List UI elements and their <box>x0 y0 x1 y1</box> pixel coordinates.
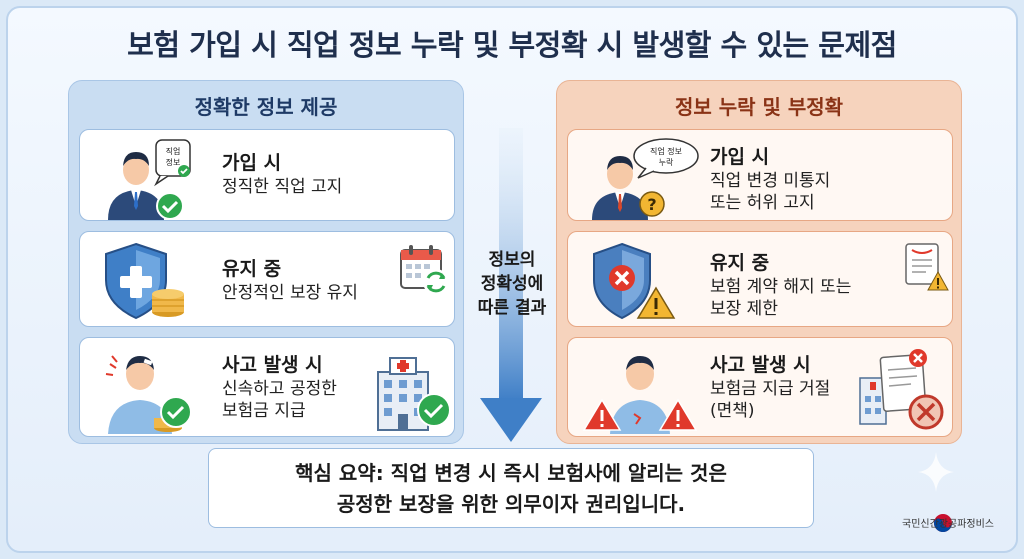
arrow-label: 정보의 정확성에 따른 결과 <box>477 250 547 318</box>
svg-text:정보: 정보 <box>166 157 181 167</box>
shield-coins-icon <box>105 242 184 320</box>
accurate-info-panel: 정확한 정보 제공 직업 정보 가입 시 정직한 직업 고지 <box>68 80 464 444</box>
svg-text:직업 정보: 직업 정보 <box>650 146 682 156</box>
page-title: 보험 가입 시 직업 정보 누락 및 부정확 시 발생할 수 있는 문제점 <box>127 28 897 62</box>
right-card-accident: 사고 발생 시 보험금 지급 거절 (면책) <box>567 337 953 437</box>
person-alert-icon <box>582 356 698 434</box>
accurate-info-header: 정확한 정보 제공 <box>194 95 338 119</box>
left-card-signup: 직업 정보 가입 시 정직한 직업 고지 <box>79 129 455 221</box>
logo-text: 국민신간광공파정비스 <box>902 519 994 530</box>
summary-box: 핵심 요약: 직업 변경 시 즉시 보험사에 알리는 것은 공정한 보장을 위한… <box>208 448 814 528</box>
left-card-signup-desc: 정직한 직업 고지 <box>222 177 343 197</box>
right-card-signup-heading: 가입 시 <box>710 146 770 168</box>
document-warning-icon <box>905 243 949 291</box>
right-card-signup-desc: 직업 변경 미통지 또는 허위 고지 <box>710 171 831 213</box>
left-card-accident-heading: 사고 발생 시 <box>222 354 323 376</box>
right-card-accident-heading: 사고 발생 시 <box>710 354 811 376</box>
calendar-refresh-icon <box>400 245 449 295</box>
missing-info-panel: 정보 누락 및 부정확 직업 정보 누락 ? 가입 시 직업 변경 미통지 또는… <box>556 80 962 444</box>
svg-text:누락: 누락 <box>659 157 674 167</box>
person-question-icon: 직업 정보 누락 ? <box>592 138 699 220</box>
right-card-maintain: 유지 중 보험 계약 해지 또는 보장 제한 <box>567 231 953 327</box>
right-card-accident-desc: 보험금 지급 거절 (면책) <box>710 379 831 421</box>
person-document-check-icon: 직업 정보 <box>108 139 191 220</box>
shield-x-warning-icon <box>593 242 676 320</box>
svg-text:?: ? <box>647 195 656 214</box>
left-card-accident: 사고 발생 시 신속하고 공정한 보험금 지급 <box>79 337 455 437</box>
summary-line-1: 핵심 요약: 직업 변경 시 즉시 보험사에 알리는 것은 <box>295 461 727 485</box>
right-card-signup: 직업 정보 누락 ? 가입 시 직업 변경 미통지 또는 허위 고지 <box>567 129 953 221</box>
left-card-maintain-desc: 안정적인 보장 유지 <box>222 283 358 303</box>
claim-rejected-icon <box>859 349 944 430</box>
right-card-maintain-desc: 보험 계약 해지 또는 보장 제한 <box>710 277 852 319</box>
hospital-check-icon <box>377 357 451 431</box>
svg-text:직업: 직업 <box>166 146 181 156</box>
left-card-accident-desc: 신속하고 공정한 보험금 지급 <box>222 379 337 421</box>
government-logo-icon <box>934 514 952 532</box>
sparkle-icon <box>918 452 954 492</box>
left-card-maintain-heading: 유지 중 <box>222 258 282 280</box>
missing-info-header: 정보 누락 및 부정확 <box>674 95 844 119</box>
left-card-signup-heading: 가입 시 <box>222 152 282 174</box>
right-card-maintain-heading: 유지 중 <box>710 252 770 274</box>
injured-person-check-icon <box>105 355 192 434</box>
summary-line-2: 공정한 보장을 위한 의무이자 권리입니다. <box>336 492 686 516</box>
left-card-maintain: 유지 중 안정적인 보장 유지 <box>79 231 455 327</box>
down-arrow-icon <box>480 128 542 442</box>
